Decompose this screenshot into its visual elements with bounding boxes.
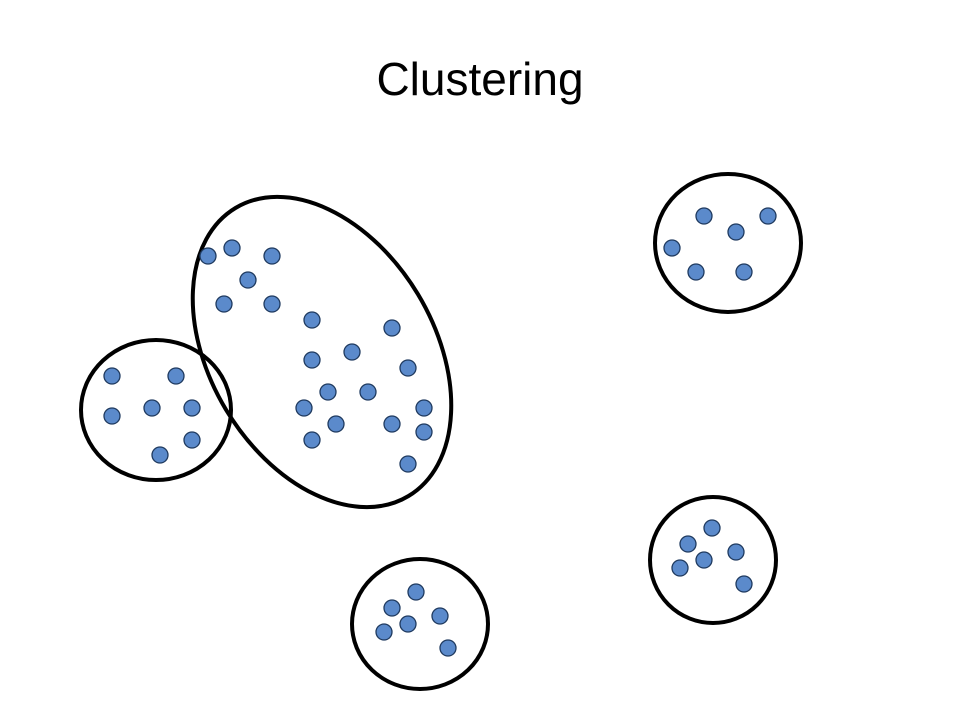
- data-point: [383, 415, 401, 433]
- cluster-bottom-right: [648, 495, 778, 625]
- data-point: [183, 431, 201, 449]
- cluster-boundary: [79, 338, 233, 482]
- data-point: [215, 295, 233, 313]
- data-point: [383, 319, 401, 337]
- cluster-left: [79, 338, 233, 482]
- data-point: [375, 623, 393, 641]
- data-point: [695, 551, 713, 569]
- data-point: [319, 383, 337, 401]
- data-point: [167, 367, 185, 385]
- data-point: [103, 367, 121, 385]
- data-point: [223, 239, 241, 257]
- data-point: [415, 423, 433, 441]
- data-point: [399, 359, 417, 377]
- cluster-elongated: [190, 194, 454, 510]
- cluster-boundary: [648, 495, 778, 625]
- data-point: [383, 599, 401, 617]
- data-point: [679, 535, 697, 553]
- data-point: [295, 399, 313, 417]
- data-point: [239, 271, 257, 289]
- data-point: [359, 383, 377, 401]
- data-point: [407, 583, 425, 601]
- data-point: [263, 295, 281, 313]
- data-point: [727, 543, 745, 561]
- data-point: [695, 207, 713, 225]
- data-point: [263, 247, 281, 265]
- data-point: [303, 351, 321, 369]
- cluster-top-right: [653, 172, 803, 314]
- data-point: [439, 639, 457, 657]
- data-point: [759, 207, 777, 225]
- data-point: [415, 399, 433, 417]
- data-point: [183, 399, 201, 417]
- data-point: [343, 343, 361, 361]
- data-point: [103, 407, 121, 425]
- data-point: [143, 399, 161, 417]
- data-point: [303, 431, 321, 449]
- data-point: [687, 263, 705, 281]
- data-point: [327, 415, 345, 433]
- cluster-boundary: [653, 172, 803, 314]
- data-point: [671, 559, 689, 577]
- cluster-bottom-center: [350, 557, 490, 691]
- data-point: [399, 455, 417, 473]
- data-point: [663, 239, 681, 257]
- data-point: [727, 223, 745, 241]
- cluster-boundary: [350, 557, 490, 691]
- data-point: [151, 446, 169, 464]
- data-point: [399, 615, 417, 633]
- cluster-boundary: [190, 194, 454, 510]
- data-point: [735, 575, 753, 593]
- data-point: [303, 311, 321, 329]
- data-point: [431, 607, 449, 625]
- data-point: [199, 247, 217, 265]
- data-point: [703, 519, 721, 537]
- slide-title: Clustering: [376, 53, 584, 105]
- data-point: [735, 263, 753, 281]
